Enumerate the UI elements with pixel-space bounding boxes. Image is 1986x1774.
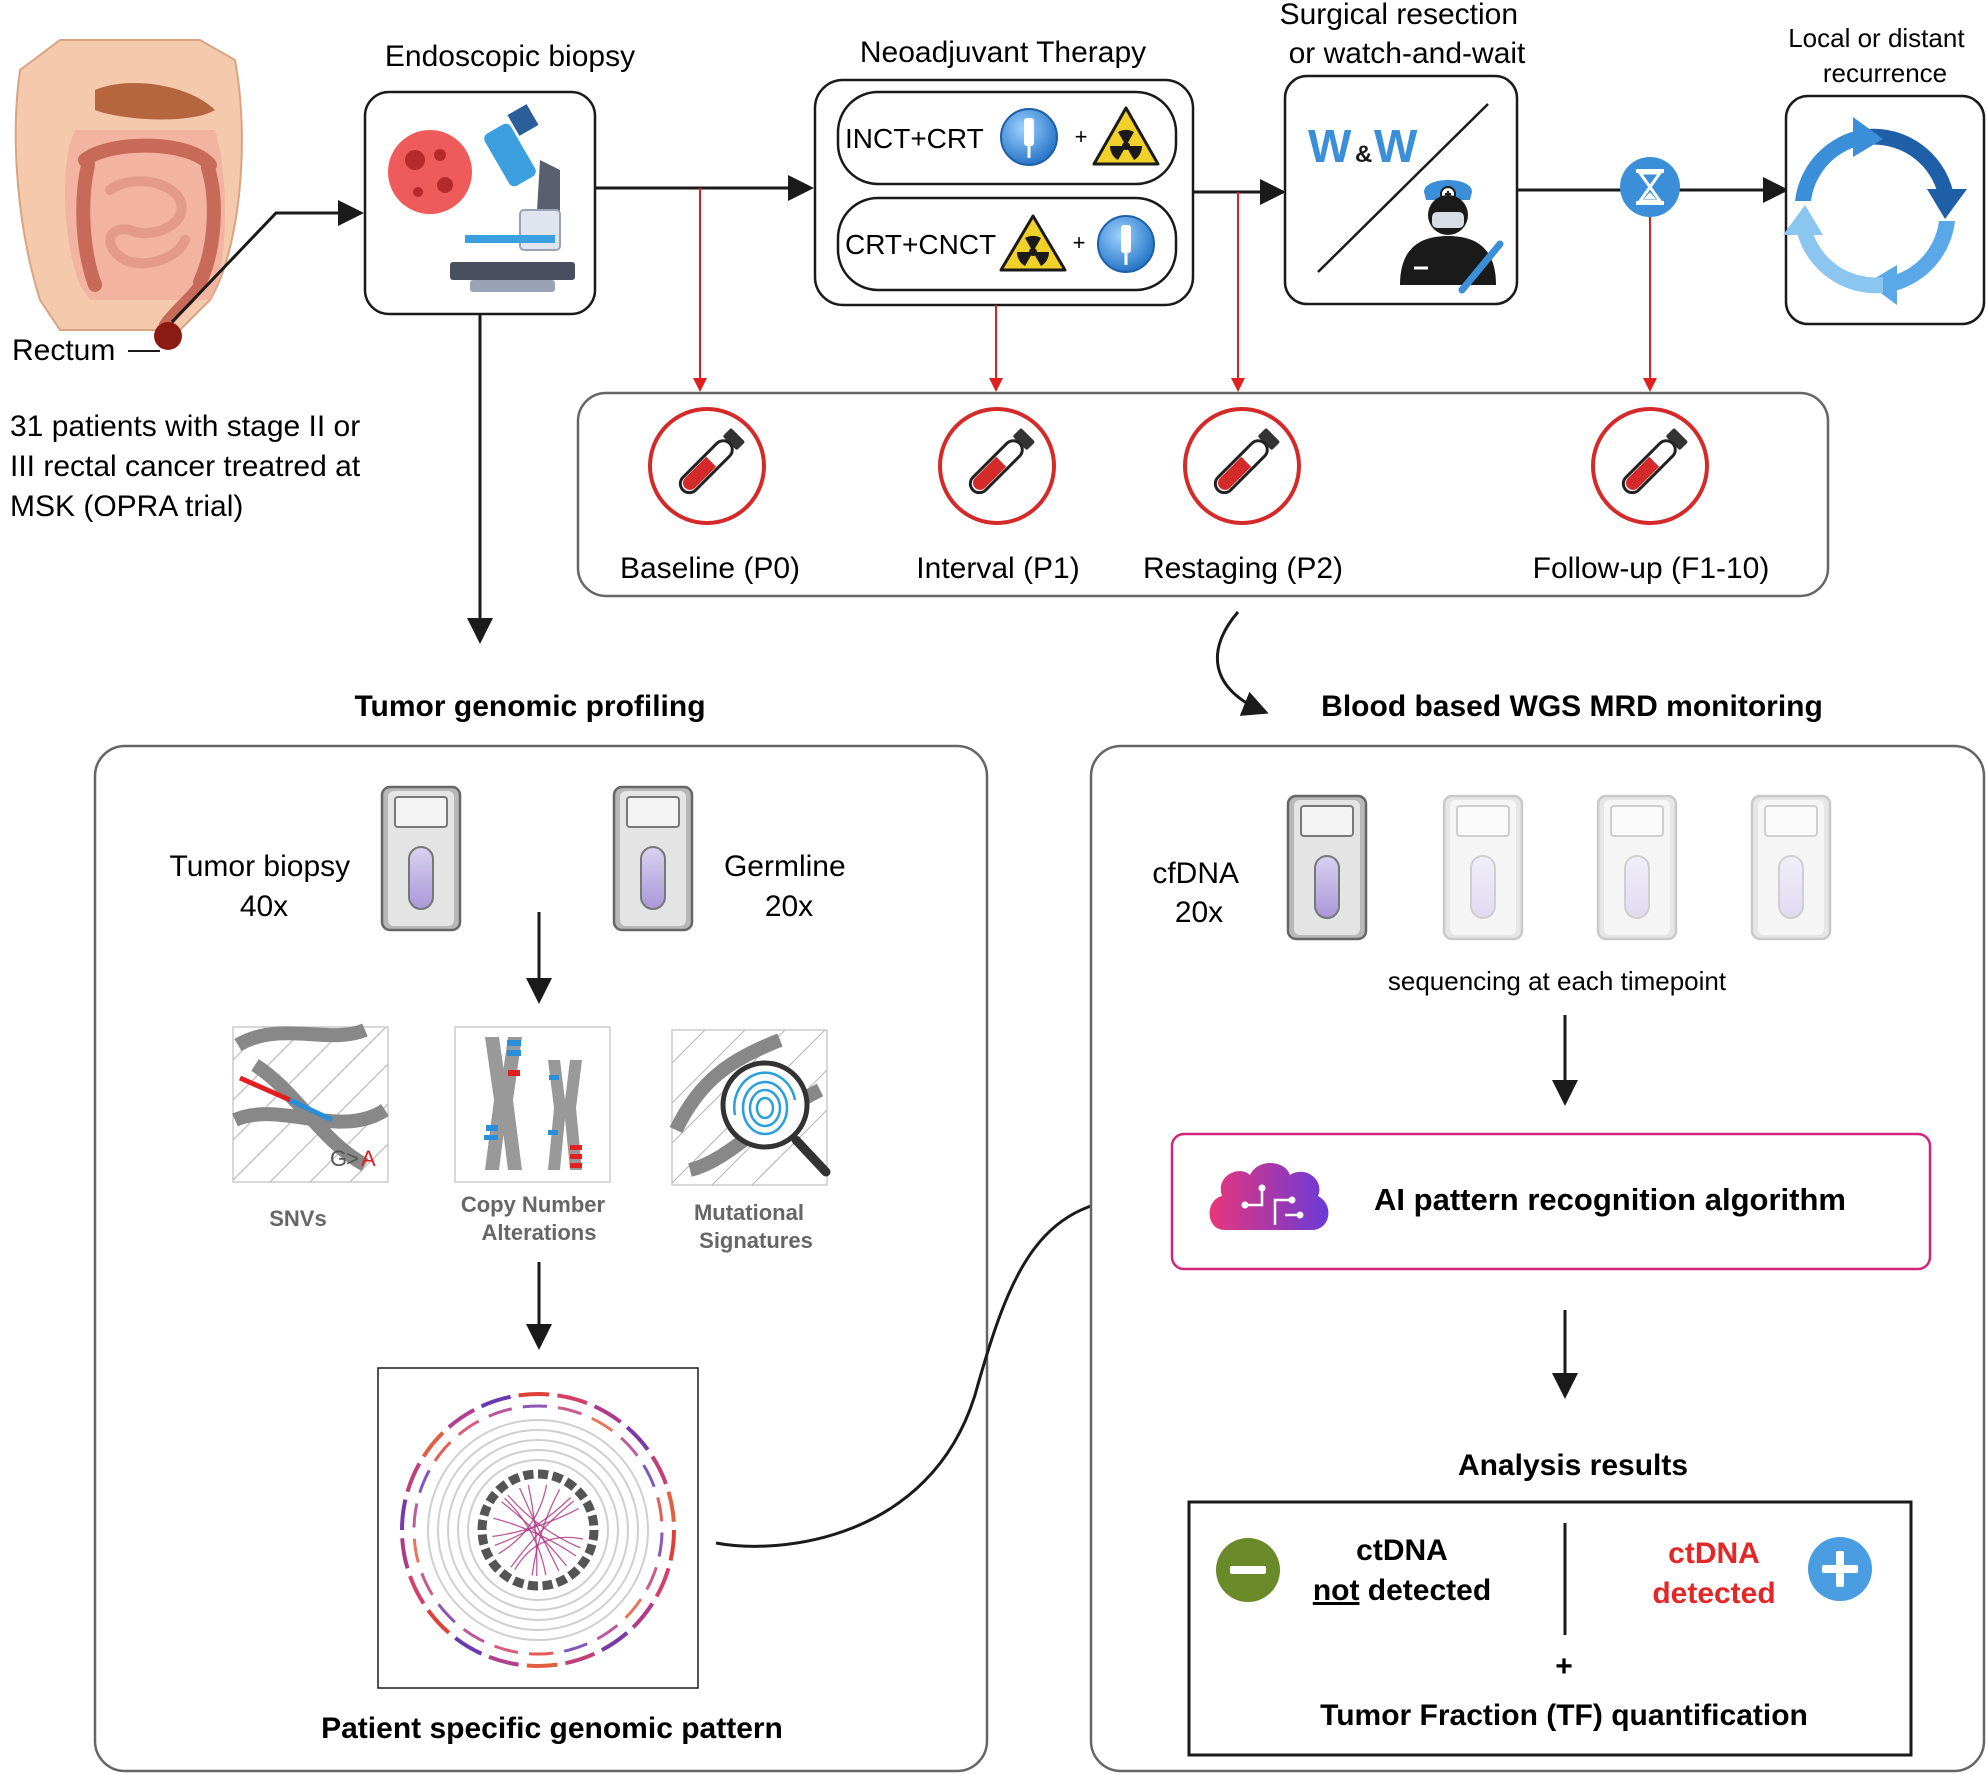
neoadjuvant-title: Neoadjuvant Therapy bbox=[860, 36, 1146, 69]
rectum-label: Rectum bbox=[12, 334, 115, 367]
inct-crt-label: INCT+CRT bbox=[845, 123, 984, 154]
results-title: Analysis results bbox=[1458, 1449, 1688, 1482]
tumor-fraction-label: Tumor Fraction (TF) quantification bbox=[1320, 1699, 1808, 1732]
cfdna-cartridge-icon-2 bbox=[1442, 794, 1524, 941]
patients-description: 31 patients with stage II or III rectal … bbox=[10, 410, 369, 523]
abdomen-anatomy-illustration bbox=[14, 39, 243, 350]
mutational-signatures-label: Mutational Signatures bbox=[694, 1200, 813, 1253]
blood-tube-icon-baseline bbox=[648, 407, 766, 525]
blood-tube-icon-followup bbox=[1591, 407, 1709, 525]
cfdna-cartridge-icon-3 bbox=[1596, 794, 1678, 941]
recurrence-title: Local or distant recurrence bbox=[1788, 23, 1972, 88]
recurrence-cycle-icon bbox=[1783, 117, 1967, 305]
timepoint-label-baseline: Baseline (P0) bbox=[620, 552, 800, 585]
svg-text:>: > bbox=[346, 1146, 359, 1171]
timepoint-label-followup: Follow-up (F1-10) bbox=[1533, 552, 1770, 585]
snv-illustration: G > A bbox=[232, 1023, 389, 1183]
tumor-biopsy-cartridge-icon bbox=[380, 785, 462, 932]
regimen-plus-1: + bbox=[1075, 124, 1088, 149]
negative-result-line1: ctDNA bbox=[1356, 1534, 1448, 1567]
tumor-biopsy-label: Tumor biopsy 40x bbox=[170, 850, 359, 923]
tumor-profiling-panel bbox=[93, 744, 989, 1773]
cfdna-cartridge-icon-4 bbox=[1750, 794, 1832, 941]
ai-brain-icon bbox=[1209, 1162, 1329, 1230]
svg-text:W: W bbox=[1308, 120, 1352, 172]
surgery-divider bbox=[1317, 103, 1489, 273]
copy-number-chromosome-illustration bbox=[454, 1026, 611, 1183]
germline-cartridge-icon bbox=[612, 785, 694, 932]
chemo-infusion-icon bbox=[1000, 108, 1058, 166]
watch-and-wait-logo: W & W bbox=[1308, 120, 1418, 172]
blood-tube-icon-restaging bbox=[1183, 407, 1301, 525]
results-plus: + bbox=[1555, 1650, 1573, 1683]
timepoint-label-interval: Interval (P1) bbox=[916, 552, 1079, 585]
germline-label: Germline 20x bbox=[724, 850, 854, 923]
pattern-label: Patient specific genomic pattern bbox=[321, 1712, 783, 1745]
cfdna-cartridge-icon-1 bbox=[1286, 794, 1368, 941]
positive-plus-icon bbox=[1808, 1537, 1872, 1601]
tumor-profiling-title: Tumor genomic profiling bbox=[354, 690, 705, 723]
cfdna-label: cfDNA 20x bbox=[1152, 857, 1245, 929]
circos-genomic-pattern bbox=[399, 1392, 677, 1668]
ai-algorithm-box bbox=[1170, 1132, 1932, 1271]
blood-monitoring-title: Blood based WGS MRD monitoring bbox=[1321, 690, 1823, 723]
surgery-title: Surgical resection or watch-and-wait bbox=[1280, 0, 1527, 70]
crt-cnct-regimen bbox=[836, 196, 1178, 292]
timepoint-label-restaging: Restaging (P2) bbox=[1143, 552, 1343, 585]
radiation-icon bbox=[999, 214, 1067, 272]
regimen-plus-2: + bbox=[1073, 230, 1086, 255]
svg-text:&: & bbox=[1355, 141, 1372, 168]
svg-text:A: A bbox=[361, 1146, 376, 1171]
radiation-icon bbox=[1092, 106, 1160, 166]
sequencing-text: sequencing at each timepoint bbox=[1388, 966, 1727, 996]
svg-text:W: W bbox=[1374, 120, 1418, 172]
positive-result-line2: detected bbox=[1652, 1577, 1775, 1610]
arrow-pattern-to-ai bbox=[715, 1184, 1154, 1548]
biopsy-title: Endoscopic biopsy bbox=[385, 40, 635, 73]
positive-result-line1: ctDNA bbox=[1668, 1537, 1760, 1570]
cna-label: Copy Number Alterations bbox=[461, 1192, 611, 1245]
arrow-to-blood-monitoring bbox=[1215, 611, 1269, 716]
svg-text:G: G bbox=[330, 1146, 347, 1171]
rectum-marker bbox=[154, 322, 182, 350]
crt-cnct-label: CRT+CNCT bbox=[845, 229, 996, 260]
snvs-label: SNVs bbox=[269, 1206, 326, 1231]
arrow-rectum-to-biopsy bbox=[170, 200, 364, 324]
chemo-infusion-icon bbox=[1097, 215, 1155, 273]
surgeon-icon bbox=[1400, 180, 1504, 294]
negative-minus-icon bbox=[1216, 1538, 1280, 1602]
results-box bbox=[1187, 1500, 1913, 1757]
blood-tube-icon-interval bbox=[938, 407, 1056, 525]
hourglass-icon bbox=[1620, 157, 1680, 217]
negative-result-line2: not detected bbox=[1313, 1574, 1491, 1607]
ai-algorithm-label: AI pattern recognition algorithm bbox=[1374, 1182, 1846, 1217]
microscope-icon bbox=[388, 104, 575, 292]
mutational-signature-illustration bbox=[669, 1029, 831, 1186]
